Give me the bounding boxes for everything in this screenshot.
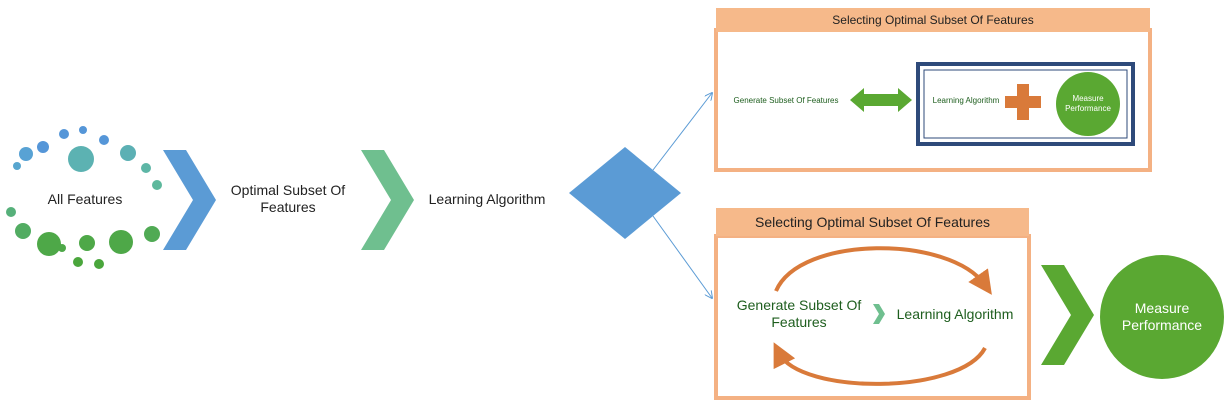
feature-dot xyxy=(59,129,69,139)
feature-dot xyxy=(68,146,94,172)
arrow-to-top xyxy=(652,93,712,171)
teal-chevron xyxy=(361,150,414,250)
blue-chevron xyxy=(163,150,216,250)
feature-dot xyxy=(79,235,95,251)
feature-dot xyxy=(13,162,21,170)
feature-dot xyxy=(141,163,151,173)
feature-dot xyxy=(152,180,162,190)
feature-dot xyxy=(144,226,160,242)
feature-dot xyxy=(15,223,31,239)
feature-dot xyxy=(37,141,49,153)
feature-dot xyxy=(99,135,109,145)
bottom-wrapper-header: Selecting Optimal Subset Of Features xyxy=(716,208,1029,236)
feature-dot xyxy=(109,230,133,254)
arrow-to-bottom xyxy=(652,215,712,298)
feature-dot xyxy=(79,126,87,134)
learning-algorithm-label: Learning Algorithm xyxy=(428,191,546,207)
small-chevron xyxy=(873,304,885,324)
loop-arrow-bottom xyxy=(773,342,987,386)
top-measure-label: Measure Performance xyxy=(1065,94,1111,113)
measure-circle-small xyxy=(1056,72,1120,136)
top-learning-label: Learning Algorithm xyxy=(932,96,1000,105)
all-features-label: All Features xyxy=(47,191,123,207)
bottom-wrapper-outer xyxy=(714,234,1031,400)
decision-diamond xyxy=(569,147,681,239)
double-arrow-icon xyxy=(850,88,912,112)
plus-icon xyxy=(1005,84,1041,120)
optimal-subset-label: Optimal Subset Of Features xyxy=(230,182,346,215)
bottom-learning-label: Learning Algorithm xyxy=(896,306,1014,322)
feature-dot xyxy=(6,207,16,217)
top-wrapper-header: Selecting Optimal Subset Of Features xyxy=(716,8,1150,32)
feature-dot xyxy=(19,147,33,161)
feature-dot xyxy=(120,145,136,161)
loop-arrow-top xyxy=(774,246,992,295)
feature-dot xyxy=(37,232,61,256)
top-generate-label: Generate Subset Of Features xyxy=(733,96,839,105)
feature-dot xyxy=(58,244,66,252)
feature-dot xyxy=(73,257,83,267)
feature-dot xyxy=(94,259,104,269)
measure-circle-large xyxy=(1100,255,1224,379)
green-chevron xyxy=(1041,265,1094,365)
measure-performance-label: Measure Performance xyxy=(1121,300,1203,333)
feature-dots xyxy=(6,126,162,269)
bottom-generate-label: Generate Subset Of Features xyxy=(736,297,862,330)
